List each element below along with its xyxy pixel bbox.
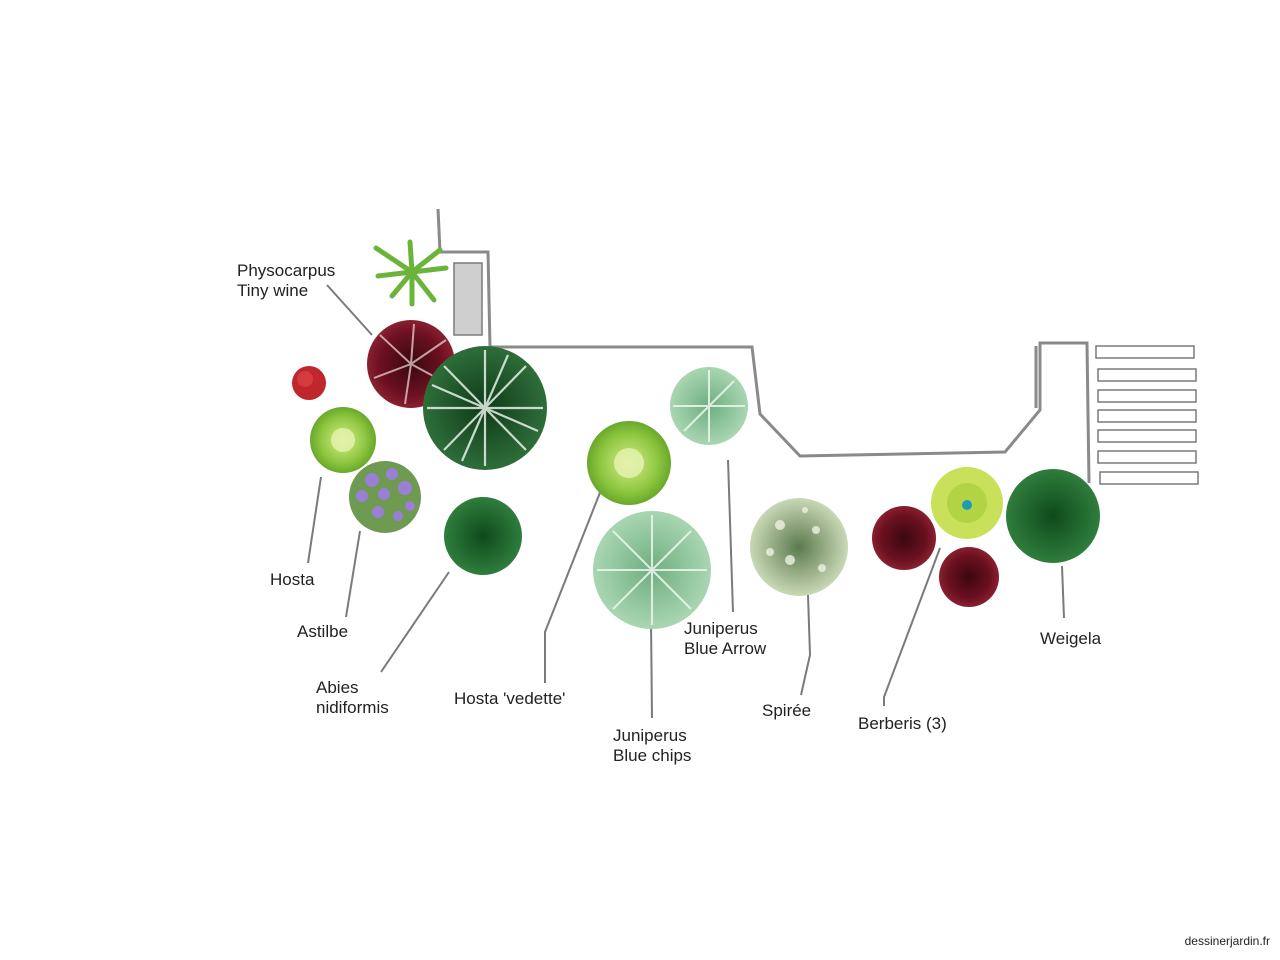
plant-juniperus-blue-chips <box>593 511 711 629</box>
label-weigela: Weigela <box>1040 629 1102 648</box>
terrace-slab <box>453 262 483 336</box>
plant-berberis-1 <box>872 506 936 570</box>
site-credit: dessinerjardin.fr <box>1184 934 1270 948</box>
label-physocarpus: Physocarpus Tiny wine <box>237 261 336 300</box>
label-juniperus-blue-arrow: Juniperus Blue Arrow <box>684 619 767 658</box>
house-walls <box>436 208 1091 484</box>
plant-hosta-vedette <box>587 421 671 505</box>
label-astilbe: Astilbe <box>297 622 349 641</box>
plant-weigela <box>1006 469 1100 563</box>
label-abies: Abies nidiformis <box>316 678 389 717</box>
plant-large-dark-conifer <box>423 346 547 470</box>
plant-spiree <box>750 498 848 596</box>
plant-red-small <box>292 366 326 400</box>
fern-plant <box>373 239 449 307</box>
label-juniperus-blue-chips: Juniperus Blue chips <box>613 726 692 765</box>
plant-astilbe <box>349 461 421 533</box>
plant-yellow-green-shrub <box>931 467 1003 539</box>
label-berberis: Berberis (3) <box>858 714 947 733</box>
label-hosta: Hosta <box>270 570 315 589</box>
plant-abies <box>444 497 522 575</box>
steps <box>1095 345 1199 485</box>
leader-lines <box>307 284 1065 719</box>
plant-berberis-2 <box>939 547 999 607</box>
plant-hosta <box>310 407 376 473</box>
label-hosta-vedette: Hosta 'vedette' <box>454 689 566 708</box>
plant-juniperus-blue-arrow <box>670 367 748 445</box>
label-spiree: Spirée <box>762 701 812 720</box>
